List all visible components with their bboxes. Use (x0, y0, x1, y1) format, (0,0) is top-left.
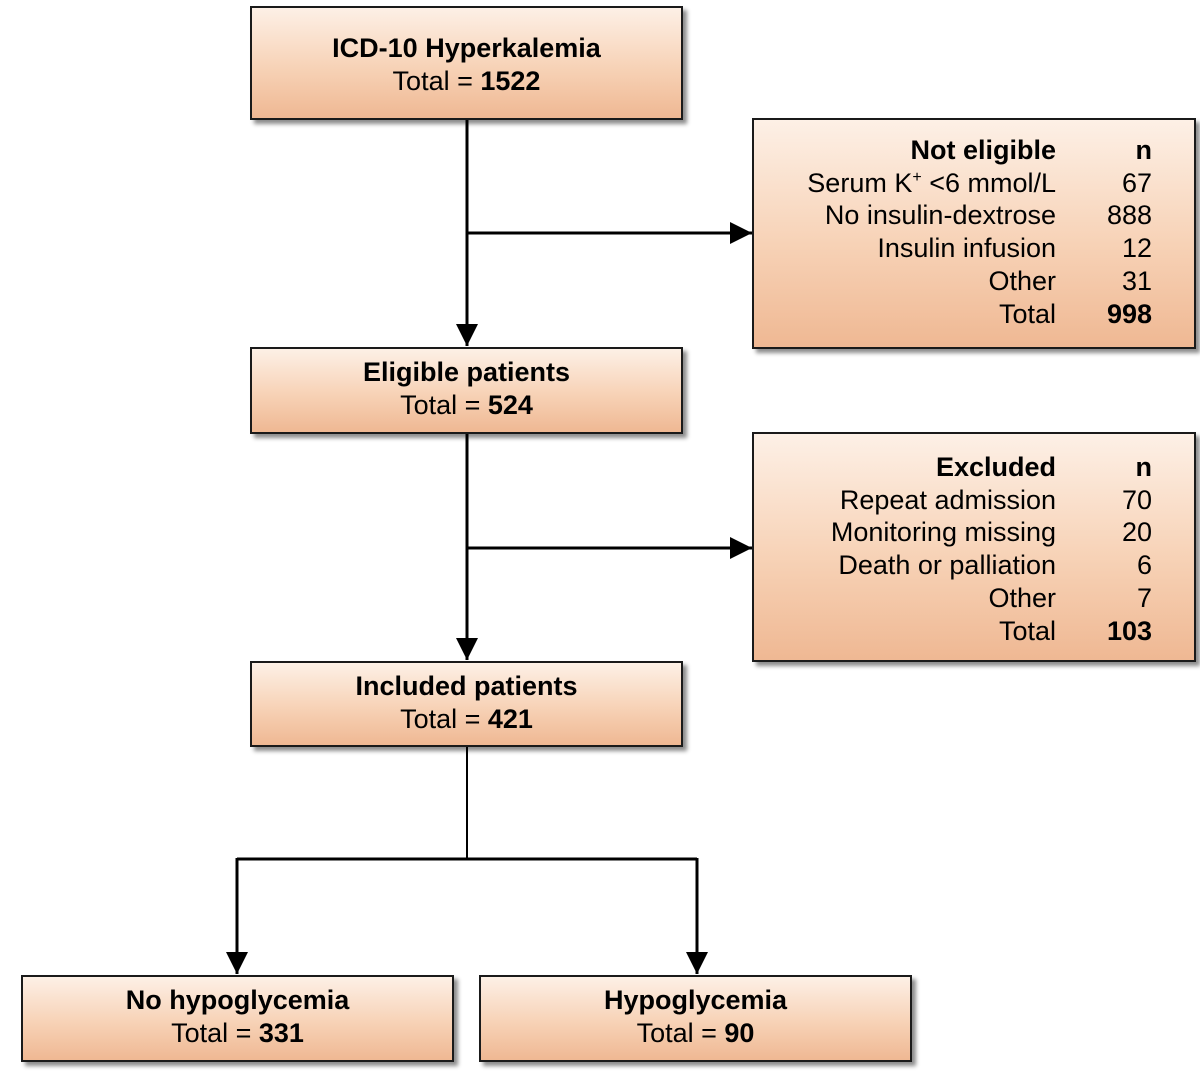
not-eligible-box: Not eligible n Serum K+ <6 mmol/L 67 No … (752, 118, 1196, 349)
box-title: Included patients (355, 671, 578, 701)
eligible-patients-box: Eligible patients Total = 524 (250, 347, 683, 434)
box-title: Eligible patients (362, 357, 571, 387)
not-eligible-row: Insulin infusion 12 (877, 233, 1152, 264)
excluded-header: Excluded (935, 452, 1056, 482)
box-total: Total = 331 (171, 1018, 304, 1048)
excluded-row: Death or palliation 6 (838, 550, 1152, 581)
box-title: Hypoglycemia (603, 985, 788, 1015)
not-eligible-row: Serum K+ <6 mmol/L 67 (807, 167, 1152, 198)
n-header: n (1135, 452, 1153, 482)
icd10-hyperkalemia-box: ICD-10 Hyperkalemia Total = 1522 (250, 6, 683, 120)
box-total: Total = 90 (636, 1018, 755, 1048)
included-patients-box: Included patients Total = 421 (250, 661, 683, 747)
excluded-row: Monitoring missing 20 (830, 517, 1152, 548)
not-eligible-row: Other 31 (988, 265, 1152, 296)
excluded-row: Other 7 (988, 582, 1152, 613)
not-eligible-header: Not eligible (910, 135, 1056, 165)
box-total: Total = 421 (400, 704, 533, 734)
not-eligible-header-row: Not eligible n (754, 134, 1152, 167)
box-title: No hypoglycemia (125, 985, 350, 1015)
no-hypoglycemia-box: No hypoglycemia Total = 331 (21, 975, 454, 1062)
excluded-header-row: Excluded n (754, 451, 1152, 484)
excluded-total-row: Total 103 (998, 615, 1152, 646)
not-eligible-row: No insulin-dextrose 888 (824, 200, 1152, 231)
box-total: Total = 524 (400, 390, 533, 420)
not-eligible-total-row: Total 998 (998, 298, 1152, 329)
excluded-box: Excluded n Repeat admission 70 Monitorin… (752, 432, 1196, 662)
box-total: Total = 1522 (392, 66, 541, 96)
n-header: n (1135, 135, 1153, 165)
box-title: ICD-10 Hyperkalemia (332, 33, 601, 63)
excluded-row: Repeat admission 70 (839, 484, 1152, 515)
hypoglycemia-box: Hypoglycemia Total = 90 (479, 975, 912, 1062)
